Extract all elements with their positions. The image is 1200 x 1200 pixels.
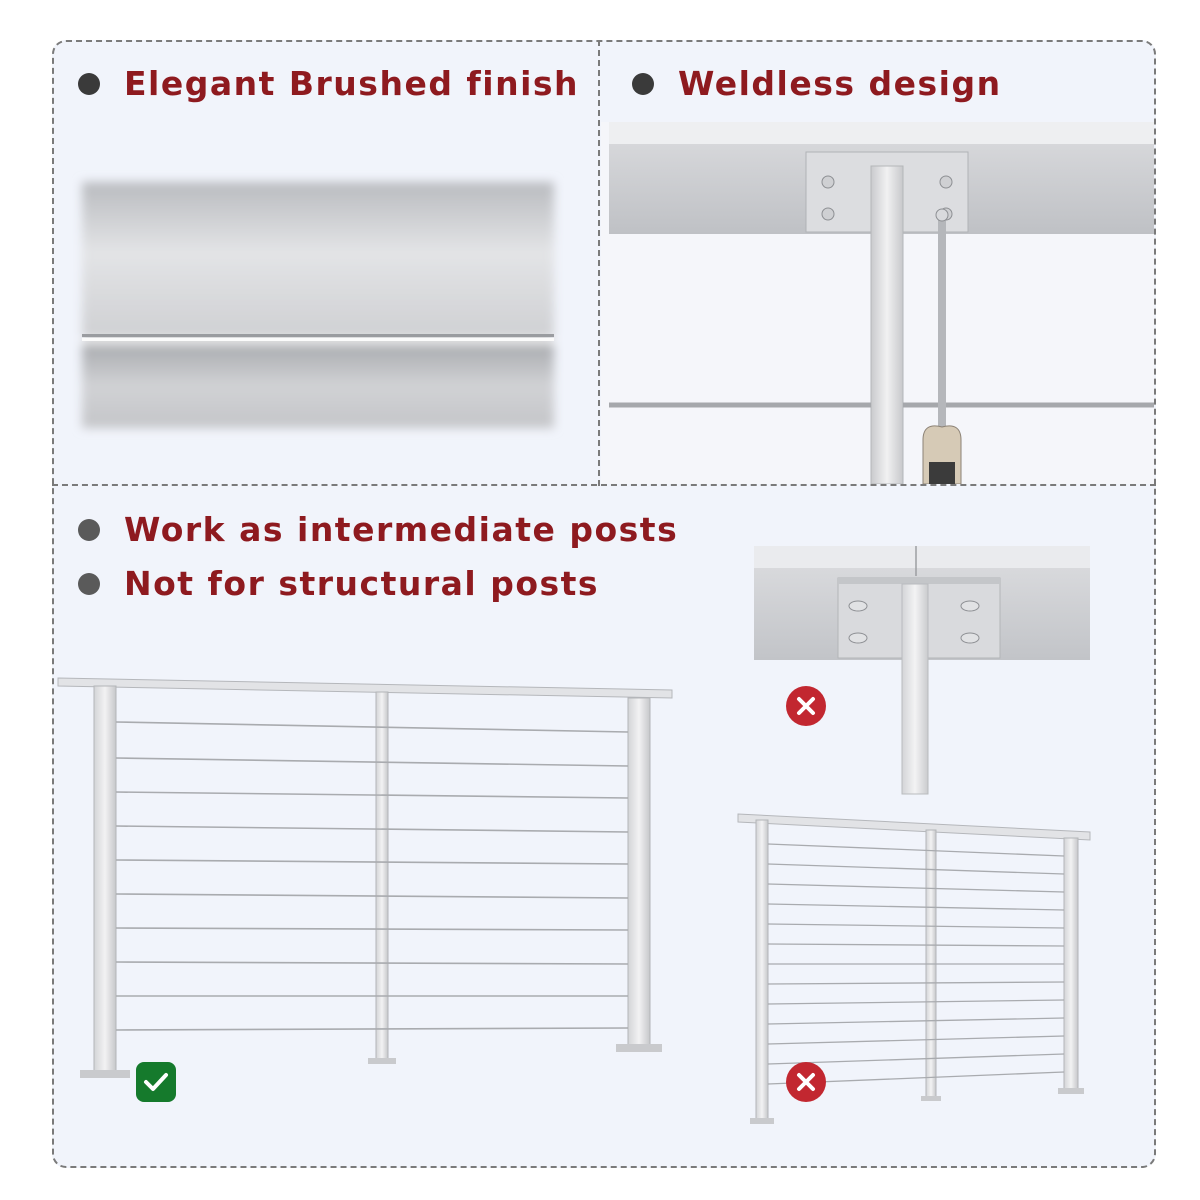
wrong-usage-mark-top [786, 686, 826, 726]
checkmark-icon [143, 1071, 169, 1093]
weldless-closeup [601, 122, 1154, 484]
railing-correct-usage [57, 677, 673, 1078]
wrong-usage-mark-bottom [786, 1062, 826, 1102]
bullet-icon [78, 572, 100, 595]
bullet-icon [78, 72, 100, 95]
feature-intermediate-label: Work as intermediate posts [124, 510, 679, 549]
wrong-usage-closeup [754, 546, 1090, 795]
vertical-divider [598, 40, 600, 486]
feature-weldless-label: Weldless design [678, 64, 1002, 103]
feature-structural-label: Not for structural posts [124, 564, 600, 603]
feature-brushed-label: Elegant Brushed finish [124, 64, 580, 103]
feature-intermediate: Work as intermediate posts [78, 510, 678, 549]
brushed-finish-swatch [82, 182, 554, 428]
cross-icon [795, 1071, 817, 1093]
cross-icon [795, 695, 817, 717]
railing-wrong-usage [737, 813, 1091, 1124]
feature-weldless: Weldless design [632, 64, 1002, 103]
horizontal-divider [52, 484, 1156, 486]
feature-structural: Not for structural posts [78, 564, 599, 603]
feature-brushed: Elegant Brushed finish [78, 64, 579, 103]
bullet-icon [78, 518, 100, 541]
correct-usage-mark [136, 1062, 176, 1102]
bullet-icon [632, 72, 654, 95]
